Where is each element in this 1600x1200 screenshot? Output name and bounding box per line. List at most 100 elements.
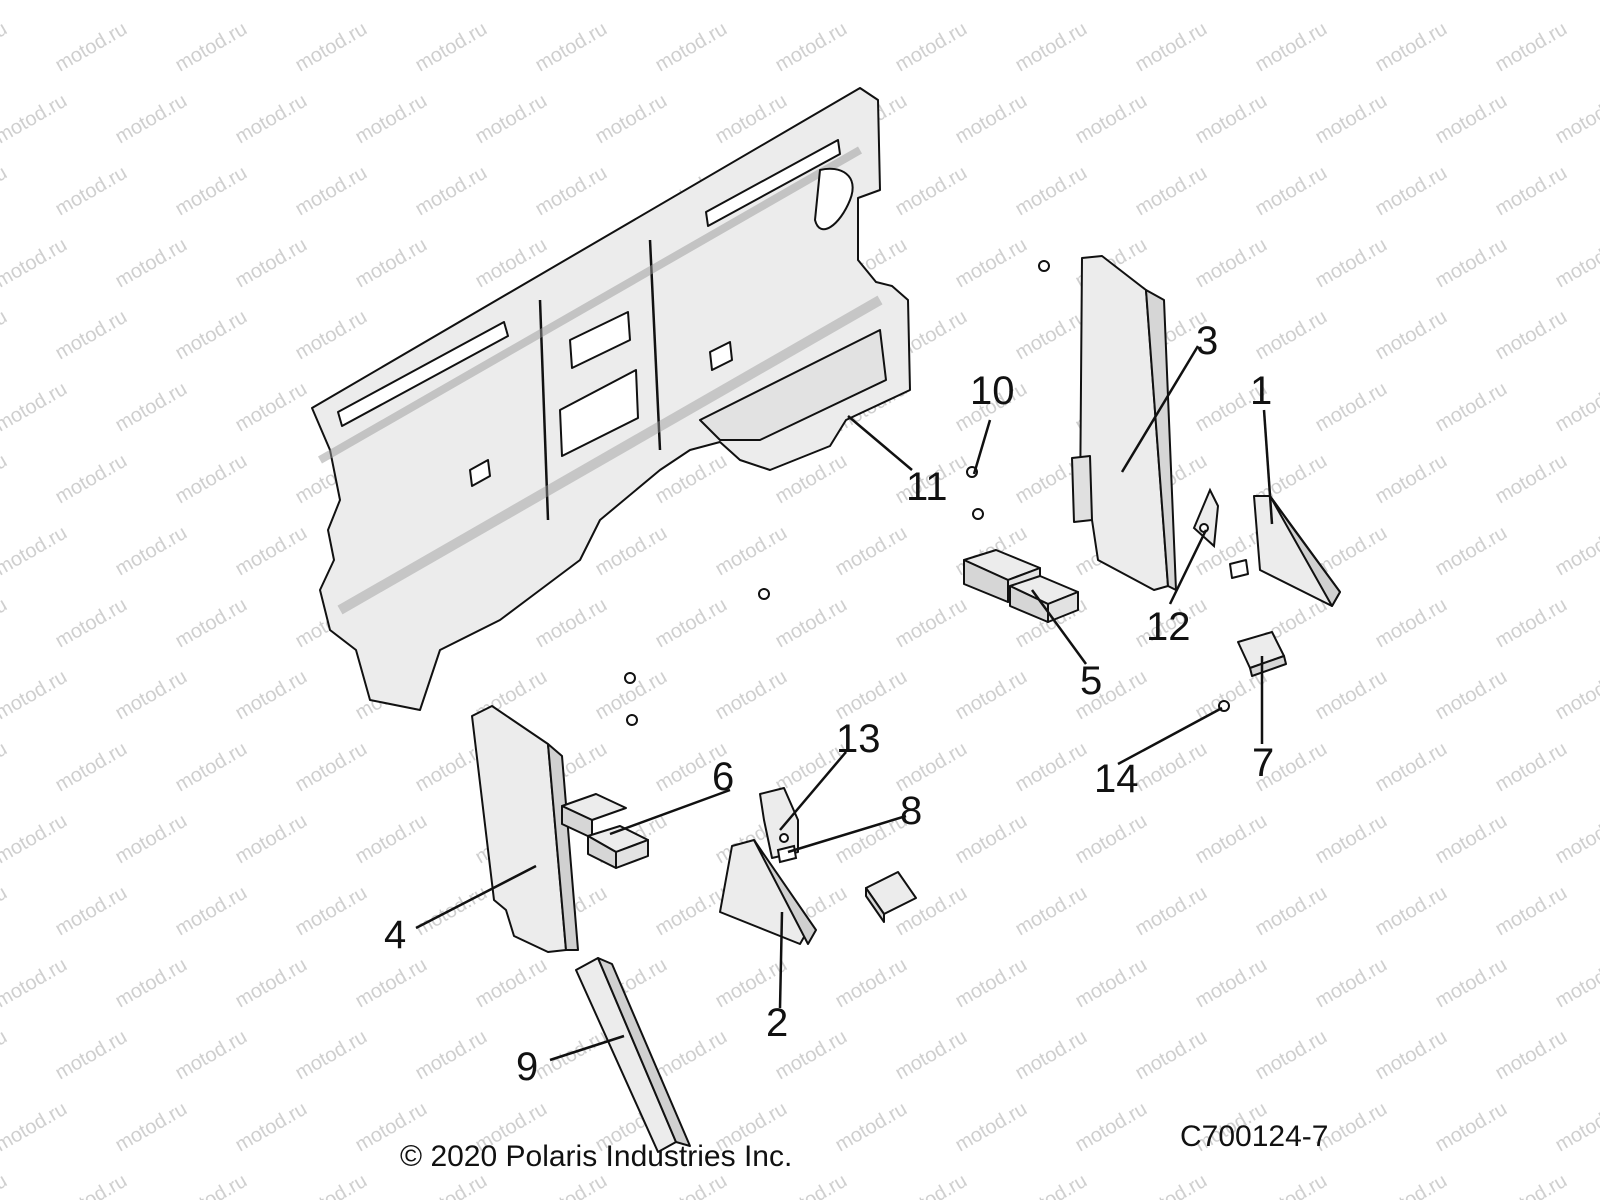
watermark-text: motod.ru	[1372, 1170, 1451, 1200]
watermark-text: motod.ru	[1012, 18, 1091, 77]
watermark-text: motod.ru	[0, 522, 71, 581]
watermark-text: motod.ru	[112, 234, 191, 293]
watermark-text: motod.ru	[0, 0, 71, 4]
watermark-text: motod.ru	[892, 594, 971, 653]
watermark-text: motod.ru	[292, 18, 371, 77]
watermark-text: motod.ru	[52, 306, 131, 365]
watermark-text: motod.ru	[952, 954, 1031, 1013]
watermark-text: motod.ru	[0, 90, 71, 149]
watermark-text: motod.ru	[232, 234, 311, 293]
watermark-text: motod.ru	[772, 1170, 851, 1200]
watermark-text: motod.ru	[1072, 954, 1151, 1013]
watermark-text: motod.ru	[292, 306, 371, 365]
callout-1: 1	[1250, 369, 1272, 413]
watermark-text: motod.ru	[0, 810, 71, 869]
part-7-pad	[1237, 631, 1287, 677]
watermark-text: motod.ru	[532, 1026, 611, 1085]
callout-4: 4	[384, 913, 406, 957]
part-3-right-side-panel	[1071, 255, 1177, 591]
part-13-bracket	[759, 787, 799, 859]
watermark-text: motod.ru	[52, 162, 131, 221]
watermark-text: motod.ru	[652, 882, 731, 941]
watermark-text: motod.ru	[1432, 1098, 1511, 1157]
watermark-text: motod.ru	[832, 666, 911, 725]
watermark-text: motod.ru	[1372, 18, 1451, 77]
watermark-text: motod.ru	[172, 1026, 251, 1085]
watermark-text: motod.ru	[952, 0, 1031, 4]
part-6-blocks	[561, 793, 649, 869]
watermark-text: motod.ru	[652, 1026, 731, 1085]
watermark-text: motod.ru	[1012, 306, 1091, 365]
watermark-text: motod.ru	[0, 306, 11, 365]
watermark-text: motod.ru	[832, 0, 911, 4]
watermark-text: motod.ru	[52, 882, 131, 941]
watermark-text: motod.ru	[1432, 954, 1511, 1013]
watermark-text: motod.ru	[1492, 594, 1571, 653]
watermark-text: motod.ru	[52, 738, 131, 797]
watermark-text: motod.ru	[112, 954, 191, 1013]
watermark-text: motod.ru	[52, 1026, 131, 1085]
watermark-text: motod.ru	[232, 810, 311, 869]
watermark-text: motod.ru	[1552, 90, 1600, 149]
watermark-text: motod.ru	[1492, 1170, 1571, 1200]
drawing-number: C700124-7	[1180, 1120, 1329, 1153]
watermark-text: motod.ru	[1072, 0, 1151, 4]
watermark-text: motod.ru	[532, 594, 611, 653]
watermark-text: motod.ru	[952, 810, 1031, 869]
watermark-text: motod.ru	[1252, 306, 1331, 365]
watermark-text: motod.ru	[1312, 954, 1391, 1013]
watermark-text: motod.ru	[1372, 882, 1451, 941]
watermark-text: motod.ru	[1252, 1026, 1331, 1085]
watermark-text: motod.ru	[1192, 810, 1271, 869]
watermark-text: motod.ru	[352, 954, 431, 1013]
watermark-text: motod.ru	[712, 522, 791, 581]
watermark-text: motod.ru	[112, 1098, 191, 1157]
watermark-text: motod.ru	[412, 1170, 491, 1200]
watermark-text: motod.ru	[112, 90, 191, 149]
callout-2: 2	[766, 1001, 788, 1045]
callout-3: 3	[1196, 319, 1218, 363]
watermark-text: motod.ru	[412, 18, 491, 77]
watermark-text: motod.ru	[832, 522, 911, 581]
watermark-text: motod.ru	[1492, 162, 1571, 221]
watermark-text: motod.ru	[1552, 810, 1600, 869]
callout-8: 8	[900, 789, 922, 833]
watermark-text: motod.ru	[232, 954, 311, 1013]
watermark-text: motod.ru	[1132, 1170, 1211, 1200]
callout-10: 10	[970, 369, 1015, 413]
fasteners	[624, 260, 1230, 726]
watermark-text: motod.ru	[592, 0, 671, 4]
watermark-text: motod.ru	[112, 666, 191, 725]
watermark-text: motod.ru	[1132, 882, 1211, 941]
watermark-text: motod.ru	[112, 378, 191, 437]
watermark-text: motod.ru	[592, 90, 671, 149]
part-5-foam-blocks	[963, 549, 1079, 623]
watermark-text: motod.ru	[472, 90, 551, 149]
watermark-text: motod.ru	[1552, 0, 1600, 4]
callout-11: 11	[906, 465, 948, 509]
watermark-text: motod.ru	[1252, 162, 1331, 221]
watermark-text: motod.ru	[952, 90, 1031, 149]
watermark-text: motod.ru	[1312, 666, 1391, 725]
watermark-text: motod.ru	[112, 810, 191, 869]
watermark-text: motod.ru	[472, 954, 551, 1013]
watermark-text: motod.ru	[352, 0, 431, 4]
watermark-text: motod.ru	[1552, 378, 1600, 437]
watermark-text: motod.ru	[892, 18, 971, 77]
watermark-text: motod.ru	[232, 1098, 311, 1157]
watermark-text: motod.ru	[652, 18, 731, 77]
watermark-text: motod.ru	[532, 162, 611, 221]
watermark-text: motod.ru	[232, 378, 311, 437]
watermark-text: motod.ru	[1372, 1026, 1451, 1085]
watermark-text: motod.ru	[1432, 90, 1511, 149]
watermark-text: motod.ru	[172, 594, 251, 653]
watermark-text: motod.ru	[1432, 0, 1511, 4]
watermark-text: motod.ru	[1552, 666, 1600, 725]
watermark-text: motod.ru	[1132, 1026, 1211, 1085]
watermark-text: motod.ru	[52, 450, 131, 509]
watermark-text: motod.ru	[1012, 162, 1091, 221]
watermark-text: motod.ru	[352, 810, 431, 869]
callout-5: 5	[1080, 659, 1102, 703]
watermark-text: motod.ru	[112, 0, 191, 4]
